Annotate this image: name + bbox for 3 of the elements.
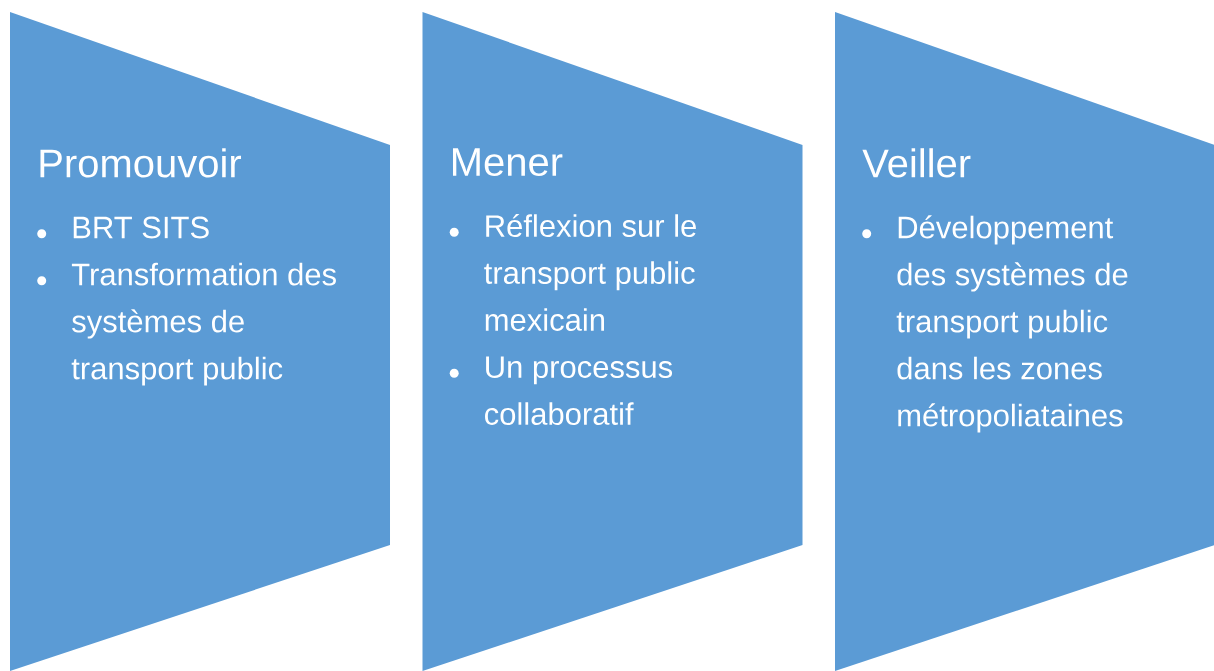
chevron-box: Promouvoir BRT SITS Transformation des systèmes de transport public	[10, 12, 390, 671]
chevron-box: Veiller Développement des systèmes de transport public dans les zones métropoliataines	[835, 12, 1214, 671]
chevron-box: Mener Réflexion sur le transport public mexicain Un processus collaboratif	[422, 12, 803, 671]
